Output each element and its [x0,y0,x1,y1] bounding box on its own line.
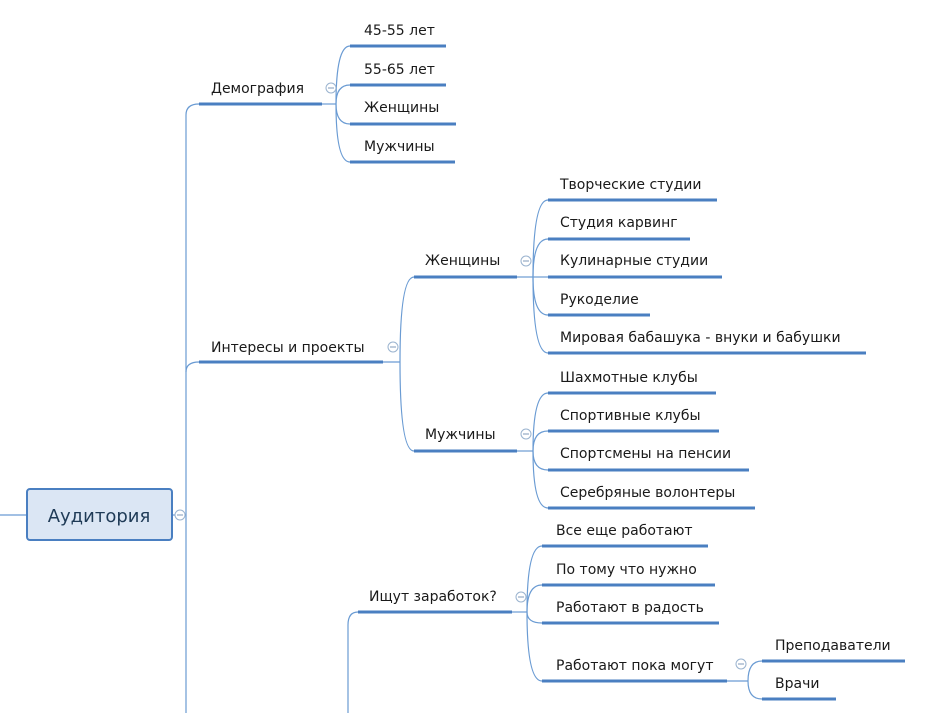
topic-teachers[interactable]: Преподаватели [775,638,891,654]
men-to-sport [532,430,549,452]
topic-chess-clubs[interactable]: Шахмотные клубы [560,370,698,386]
root-topic-box[interactable] [26,488,173,541]
topic-underlines [199,44,905,701]
earnings-incoming [347,611,359,713]
root-collapse-icon[interactable] [174,509,186,521]
topic-age-45-55[interactable]: 45-55 лет [364,23,435,39]
topic-carving-studio[interactable]: Студия карвинг [560,215,678,231]
topic-still-working[interactable]: Все еще работают [556,523,693,539]
topic-because-need[interactable]: По тому что нужно [556,562,697,578]
women-to-grandma [532,276,549,354]
topic-cooking-studios[interactable]: Кулинарные студии [560,253,708,269]
women-to-carving [532,238,549,278]
men-to-volunteers [532,450,549,509]
earnings-to-still-working [526,545,543,613]
topic-work-for-joy[interactable]: Работают в радость [556,600,704,616]
root-trunk-to-interests [185,361,200,373]
topic-retired-athletes[interactable]: Спортсмены на пенсии [560,446,731,462]
women-collapse-icon[interactable] [520,255,532,267]
root-topic[interactable]: Аудитория [26,488,173,541]
root-topic-label: Аудитория [48,506,151,527]
men-collapse-icon[interactable] [520,428,532,440]
earnings-to-while-can [526,611,543,682]
topic-grandma-project[interactable]: Мировая бабашука - внуки и бабушки [560,330,841,346]
while-can-to-doctors [747,680,763,700]
topic-creative-studios[interactable]: Творческие студии [559,177,701,193]
demography-to-55-65 [335,84,351,105]
topic-needlework[interactable]: Рукоделие [560,292,639,308]
topic-demo-women[interactable]: Женщины [364,100,439,116]
topic-demography[interactable]: Демография [211,81,304,97]
men-to-chess [532,392,549,452]
women-to-creative [532,199,549,278]
while-can-collapse-icon[interactable] [735,658,747,670]
earnings-collapse-icon[interactable] [515,591,527,603]
demography-collapse-icon[interactable] [325,82,337,94]
topic-demo-men[interactable]: Мужчины [364,139,435,155]
collapse-toggles [174,82,747,670]
topic-interests-men[interactable]: Мужчины [425,427,496,443]
topic-interests[interactable]: Интересы и проекты [211,340,365,356]
topic-earnings[interactable]: Ищут заработок? [369,589,497,605]
demography-to-women [335,103,351,125]
connectors [0,45,763,713]
men-to-athletes [532,450,549,471]
interests-collapse-icon[interactable] [387,341,399,353]
interests-to-women [399,276,415,363]
women-to-needlework [532,276,549,316]
earnings-to-because-need [526,584,543,613]
topic-silver-volunteers[interactable]: Серебряные волонтеры [560,485,735,501]
topic-age-55-65[interactable]: 55-65 лет [364,62,435,78]
root-trunk-to-demography [185,103,200,713]
demography-to-men [335,103,351,163]
topic-interests-women[interactable]: Женщины [425,253,500,269]
topic-labels: Демография 45-55 лет 55-65 лет Женщины М… [211,23,891,692]
while-can-to-teachers [747,660,763,682]
topic-sport-clubs[interactable]: Спортивные клубы [560,408,701,424]
interests-to-men [399,361,415,452]
demography-to-45-55 [335,45,351,105]
earnings-to-joy [526,611,543,624]
topic-while-can[interactable]: Работают пока могут [556,658,713,674]
topic-doctors[interactable]: Врачи [775,676,819,692]
